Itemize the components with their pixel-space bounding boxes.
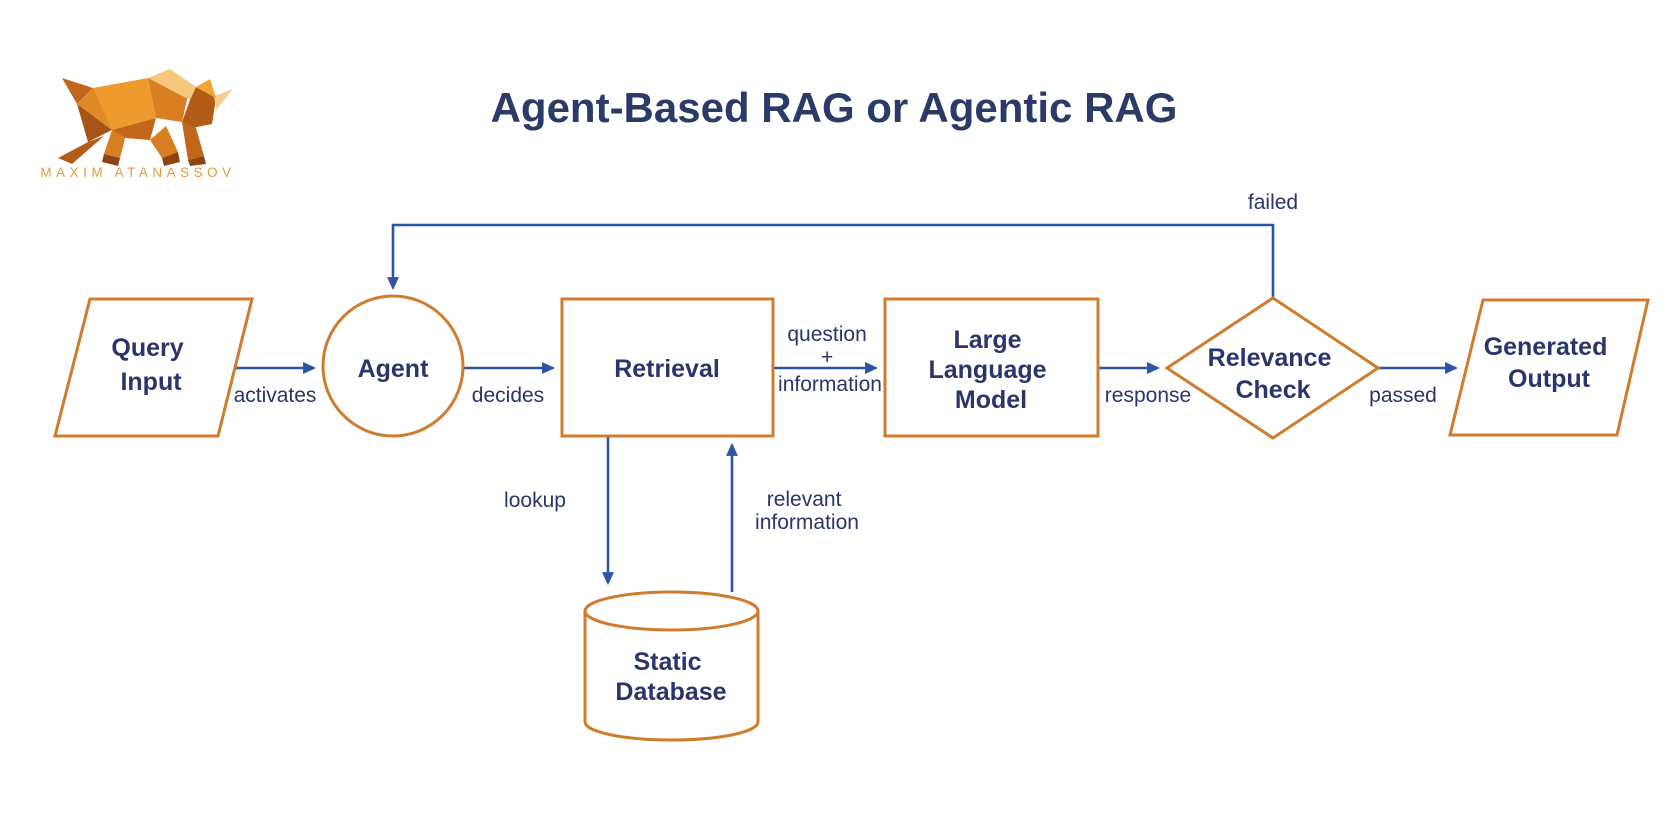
passed-label: passed [1369,384,1437,407]
brand-name: MAXIM ATANASSOV [40,165,235,180]
edge-passed: passed [1369,362,1459,407]
decides-label: decides [472,384,544,407]
query-input-shape [53,297,254,438]
page-title: Agent-Based RAG or Agentic RAG [491,84,1178,131]
agent-label: Agent [358,355,430,383]
llm-label: Large Language Model [928,326,1053,414]
edge-activates: activates [234,362,317,407]
edge-failed: failed [387,191,1298,298]
edge-relevant-information: relevant information [726,442,859,592]
response-label: response [1105,384,1191,407]
static-database-top [583,590,760,632]
node-llm: Large Language Model [883,297,1100,438]
retrieval-label: Retrieval [614,355,720,383]
edge-decides: decides [463,362,556,407]
node-generated-output: Generated Output [1448,298,1650,437]
generated-output-label: Generated Output [1484,333,1615,393]
edge-question-information: question + information [773,323,882,396]
edge-lookup: lookup [504,437,614,586]
agent-shape [321,294,465,438]
activates-label: activates [234,384,317,407]
node-relevance-check: Relevance Check [1164,296,1381,440]
node-query-input: Query Input [53,297,254,438]
failed-arrow [387,223,1275,298]
lookup-label: lookup [504,489,566,512]
static-database-shape [583,611,760,742]
llm-shape [883,297,1100,438]
edge-response: response [1098,362,1191,407]
logo: MAXIM ATANASSOV [40,69,235,180]
node-agent: Agent [321,294,465,438]
question-information-label: question + information [778,323,882,396]
relevant-information-label: relevant information [755,488,859,534]
node-retrieval: Retrieval [560,297,775,438]
logo-bull-icon [58,69,233,166]
node-static-database: Static Database [583,590,760,742]
generated-output-shape [1448,298,1650,437]
static-database-label: Static Database [615,648,726,706]
relevance-check-label: Relevance Check [1208,344,1339,404]
query-input-label: Query Input [111,334,190,396]
retrieval-shape [560,297,775,438]
relevance-check-shape [1164,296,1381,440]
failed-label: failed [1248,191,1298,214]
